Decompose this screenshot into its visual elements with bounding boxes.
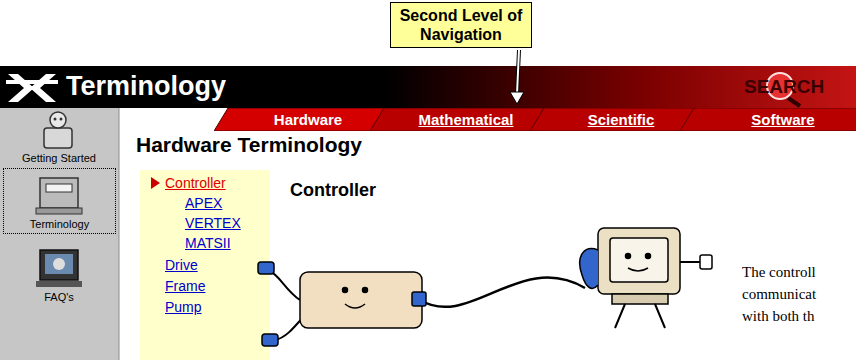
body-text: The controll <box>742 264 816 281</box>
nav-link: Frame <box>165 278 205 294</box>
sidebar-item: Getting Started <box>22 152 96 164</box>
getting-started-icon <box>44 112 72 148</box>
search-button: SEARCH <box>744 76 824 98</box>
callout-box: Second Level of Navigation <box>390 2 532 48</box>
sidebar-item: Terminology <box>4 218 115 230</box>
nav-link: APEX <box>185 195 222 211</box>
nav-tab: Software <box>680 108 856 131</box>
nav-tab: Hardware <box>214 108 386 131</box>
page-heading: Hardware Terminology <box>136 133 362 157</box>
nav-link: Drive <box>165 257 198 273</box>
list-panel <box>140 170 270 360</box>
tab-label: Mathematical <box>386 108 546 131</box>
nav-link-current: Controller <box>165 175 226 191</box>
nav-link: VERTEX <box>185 215 241 231</box>
controller-illustration <box>258 228 712 346</box>
site-title: Terminology <box>66 71 226 102</box>
body-text: with both th <box>742 308 815 325</box>
terminology-icon <box>36 178 82 214</box>
current-marker <box>151 177 160 189</box>
nav-tab: Mathematical <box>370 108 546 131</box>
faq-icon <box>36 250 82 287</box>
body-text: communicat <box>742 286 816 303</box>
tab-label: Hardware <box>230 108 386 131</box>
sidebar-item: FAQ's <box>44 291 74 303</box>
nav-link: Pump <box>165 299 202 315</box>
tab-label: Software <box>696 108 856 131</box>
header-bar <box>0 66 856 108</box>
callout-text: Second Level of Navigation <box>397 6 525 44</box>
logo-icon <box>6 74 58 102</box>
section-heading: Controller <box>290 180 376 201</box>
tab-label: Scientific <box>546 108 696 131</box>
callout-arrow <box>510 50 524 104</box>
sidebar-button: Terminology <box>3 168 116 234</box>
nav-link: MATSII <box>185 235 231 251</box>
sidebar-panel <box>0 108 119 360</box>
nav-tab: Scientific <box>530 108 696 131</box>
